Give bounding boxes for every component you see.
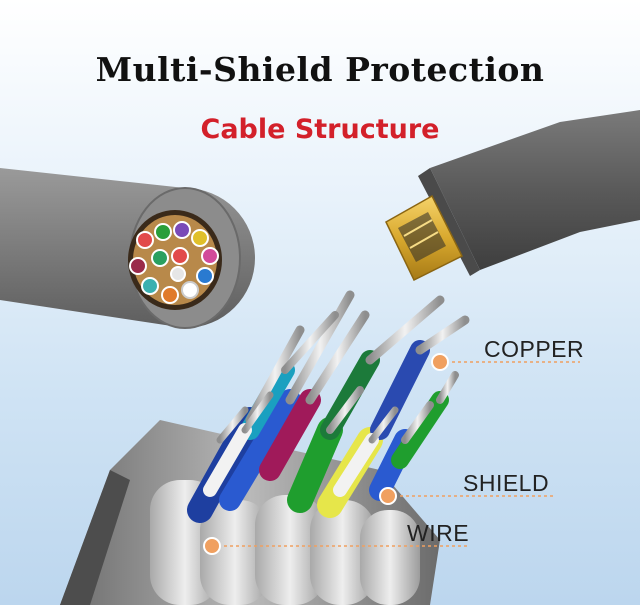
callout-wire xyxy=(203,537,470,555)
copper-label: COPPER xyxy=(484,336,585,362)
callout-shield xyxy=(379,487,555,505)
callout-copper xyxy=(431,353,580,371)
shield-label: SHIELD xyxy=(463,470,550,496)
callout-dot xyxy=(379,487,397,505)
banner-title: Multi-Shield Protection xyxy=(95,50,545,89)
mini-hdmi-connector xyxy=(385,110,640,282)
wire-label: WIRE xyxy=(407,520,470,546)
copper-conductors xyxy=(216,290,470,444)
callout-dot xyxy=(431,353,449,371)
inner-conductors xyxy=(129,221,219,304)
exposed-wire-bundle xyxy=(60,290,470,605)
cable-cross-section xyxy=(0,168,255,329)
banner-subtitle: Cable Structure xyxy=(200,114,440,145)
callout-dot xyxy=(203,537,221,555)
